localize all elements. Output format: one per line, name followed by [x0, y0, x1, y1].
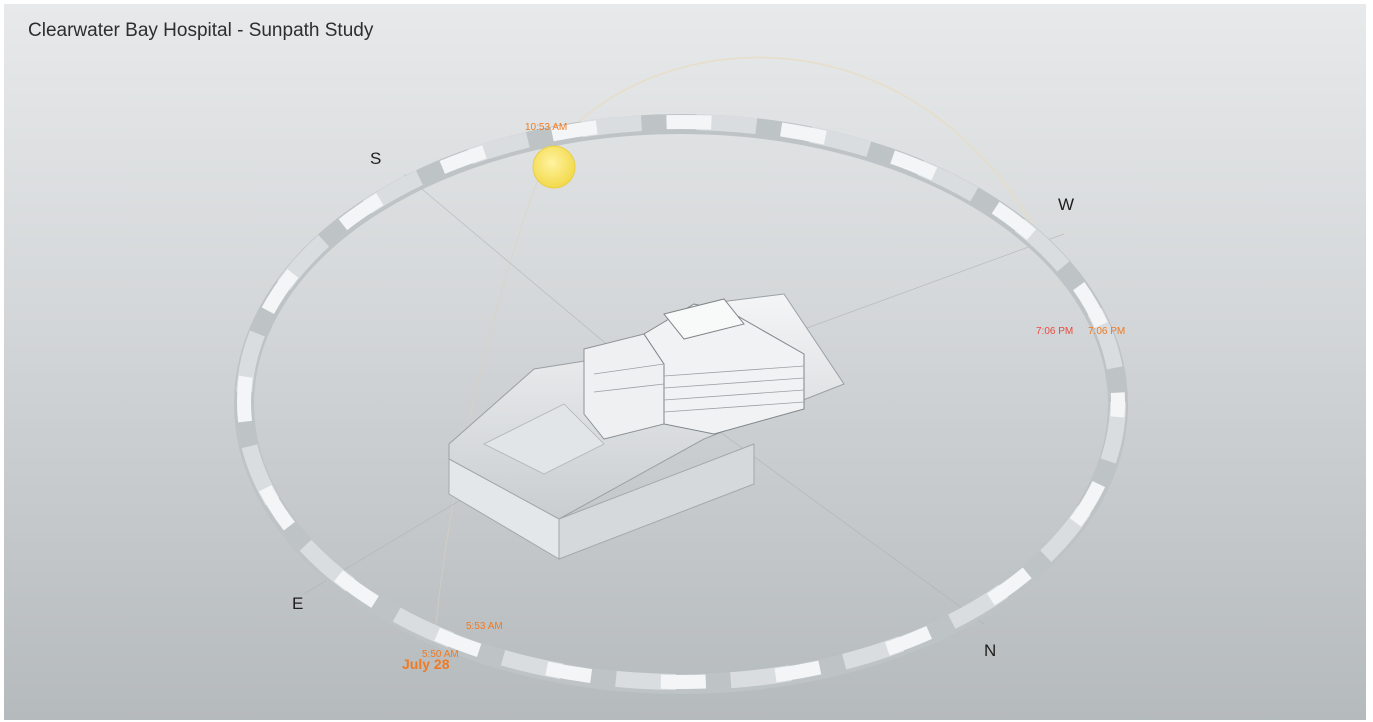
sun-path-arc-lower: [433, 153, 550, 645]
compass-north-label: N: [984, 641, 996, 660]
view-title: Clearwater Bay Hospital - Sunpath Study: [28, 20, 374, 41]
compass-east-label: E: [292, 594, 303, 613]
current-time-label: 10:53 AM: [525, 122, 567, 133]
date-label: July 28: [402, 656, 450, 672]
sunset-time-label: 7:06 PM: [1036, 326, 1073, 337]
building-model[interactable]: [448, 293, 845, 560]
compass-ring-highlight: [237, 115, 1125, 689]
sun-path-arc: [548, 56, 1055, 265]
3d-viewport[interactable]: Clearwater Bay Hospital - Sunpath Study: [4, 4, 1366, 720]
compass-south-label: S: [370, 149, 381, 168]
sunpath-scene[interactable]: S W E N 10:53 AM 7:06 PM 7:06 PM 5:53 AM…: [4, 4, 1366, 720]
sunset-time-label-2: 7:06 PM: [1088, 326, 1125, 337]
compass-west-label: W: [1058, 195, 1074, 214]
sunrise-time-label-2: 5:50 AM: [422, 649, 459, 660]
sunrise-time-label: 5:53 AM: [466, 621, 503, 632]
sun-icon[interactable]: [532, 145, 576, 189]
